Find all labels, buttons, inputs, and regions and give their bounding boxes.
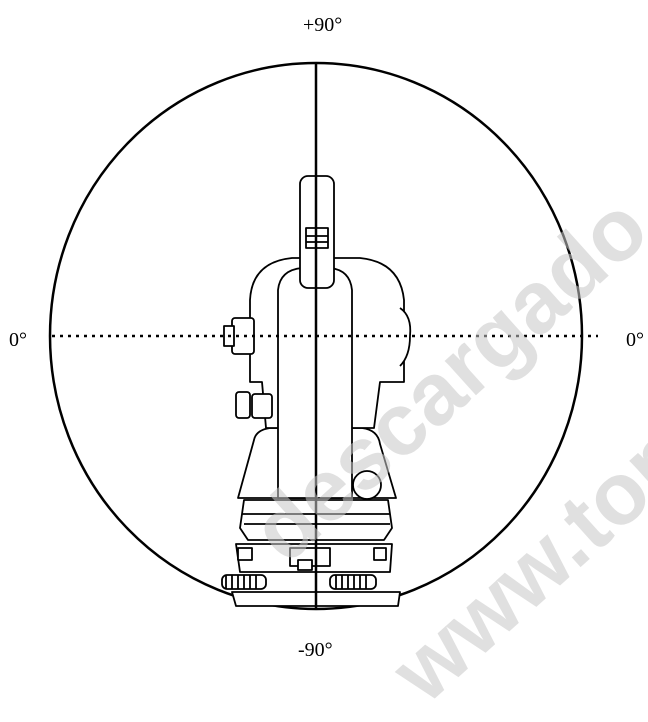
theodolite-diagram [48,61,598,611]
label-left-0-degrees: 0° [9,329,27,351]
diagram-stage: descargado de www.topografia.cl +90° 0° … [9,14,648,721]
label-minus-90-degrees: -90° [298,639,333,661]
label-plus-90-degrees: +90° [303,14,343,36]
label-right-0-degrees: 0° [626,329,644,351]
